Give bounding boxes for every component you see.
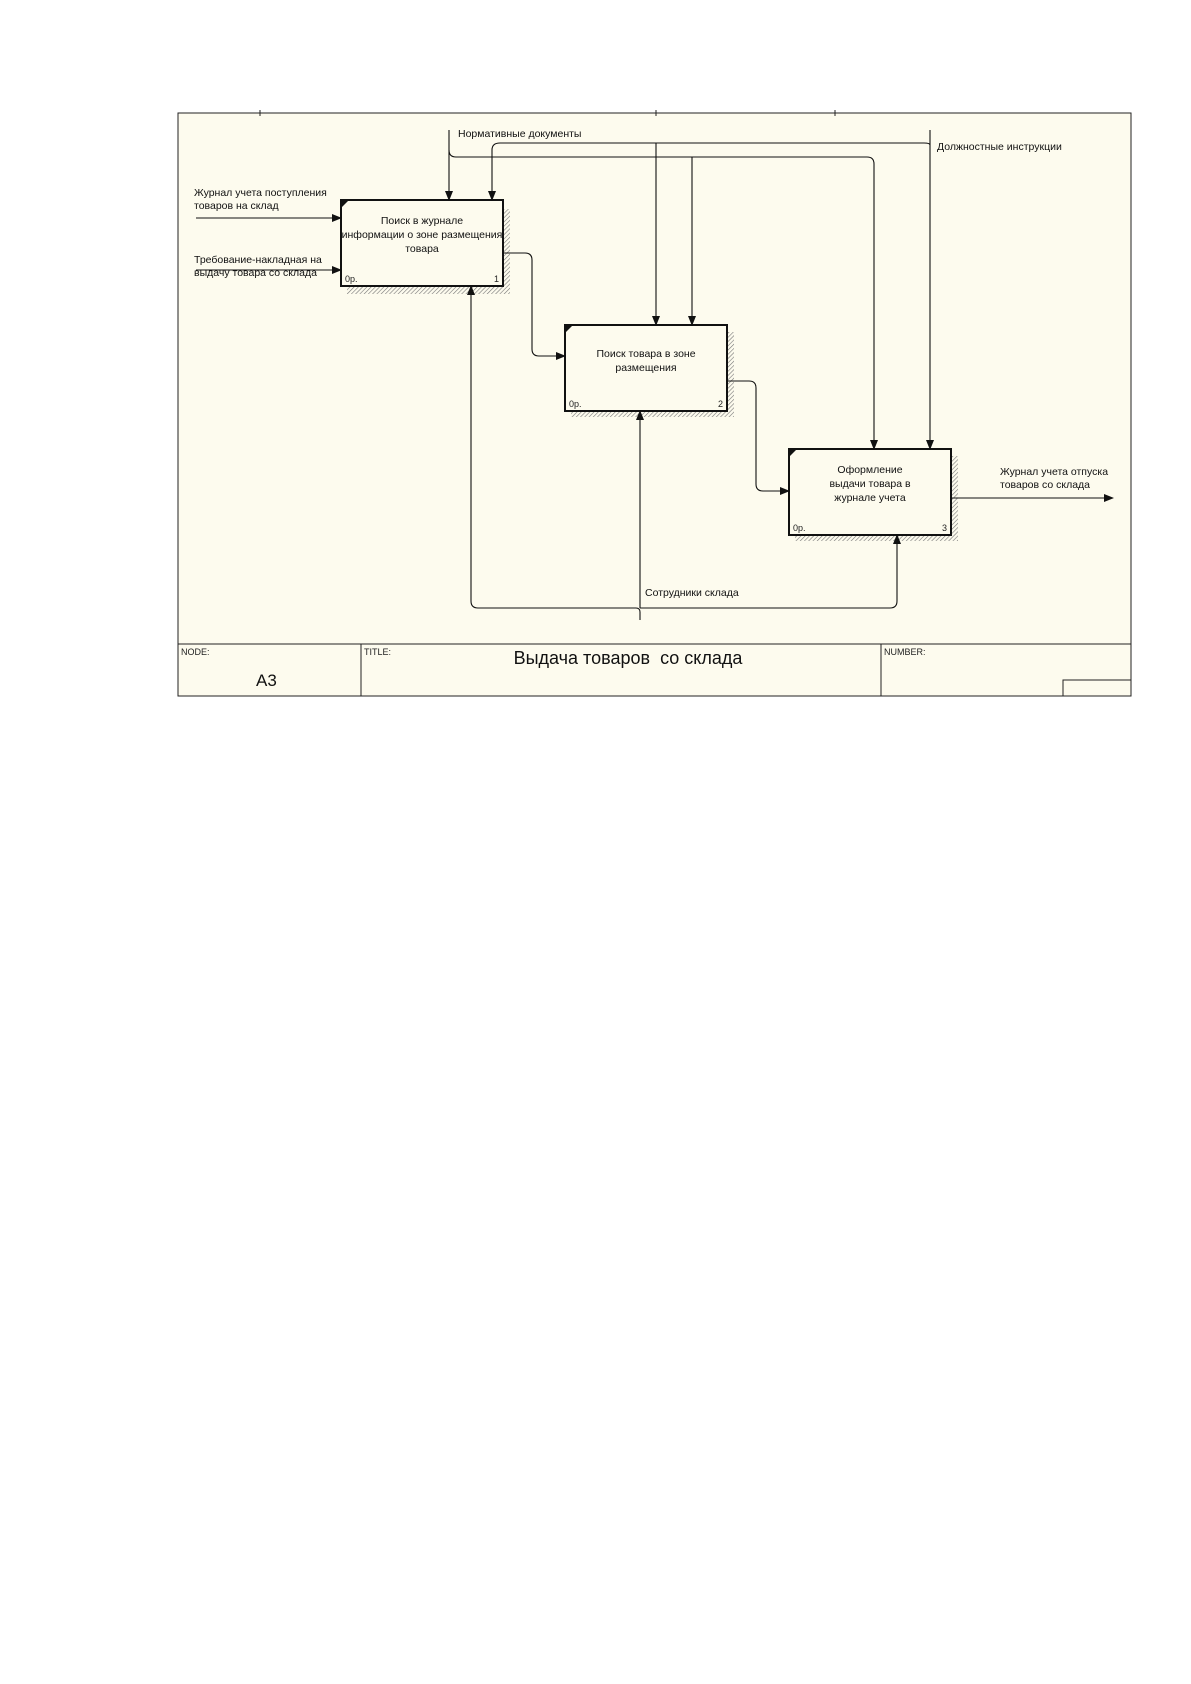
footer-corner-box <box>1062 679 1132 697</box>
box-2-corner <box>565 325 573 333</box>
arrow-box1-to-box2[interactable] <box>503 252 566 360</box>
label-output-line-2: товаров со склада <box>1000 479 1090 491</box>
box-3-rect <box>788 448 952 536</box>
box-3-line-3: журнале учета <box>834 492 906 504</box>
box-1-number: 1 <box>494 274 499 284</box>
label-input-2-line-1: Требование-накладная на <box>194 254 322 266</box>
box-2-rect <box>564 324 728 412</box>
box-2-line-1: Поиск товара в зоне <box>596 348 695 360</box>
footer-title-label: TITLE: <box>364 647 391 657</box>
box-3-line-2: выдачи товара в <box>829 478 911 490</box>
label-input-1-line-1: Журнал учета поступления <box>194 187 327 199</box>
box-2-number: 2 <box>718 399 723 409</box>
box-3-corner <box>789 449 797 457</box>
arrow-box2-to-box3[interactable] <box>727 380 790 495</box>
box-1-corner <box>341 200 349 208</box>
footer-number-label: NUMBER: <box>884 647 926 657</box>
label-output-line-1: Журнал учета отпуска <box>1000 466 1108 478</box>
footer-node-value: A3 <box>256 671 277 690</box>
box-3-cost: 0р. <box>793 523 806 533</box>
activity-box-1[interactable]: Поиск в журнале информации о зоне размещ… <box>340 199 504 287</box>
box-1-line-1: Поиск в журнале <box>381 215 463 227</box>
title-block: NODE: A3 TITLE: Выдача товаров со склада… <box>178 643 1132 697</box>
box-1-line-3: товара <box>405 243 439 255</box>
footer-node-label: NODE: <box>181 647 210 657</box>
box-3-number: 3 <box>942 523 947 533</box>
box-2-line-2: размещения <box>615 362 676 374</box>
activity-box-2[interactable]: Поиск товара в зоне размещения 0р. 2 <box>564 324 728 412</box>
arrow-control-1[interactable] <box>445 130 878 450</box>
arrow-mechanism[interactable] <box>467 285 901 620</box>
box-1-cost: 0р. <box>345 274 358 284</box>
box-2-cost: 0р. <box>569 399 582 409</box>
activity-box-3[interactable]: Оформление выдачи товара в журнале учета… <box>788 448 952 536</box>
box-3-line-1: Оформление <box>837 464 902 476</box>
label-input-1-line-2: товаров на склад <box>194 200 279 212</box>
label-input-2-line-2: выдачу товара со склада <box>194 267 317 279</box>
box-1-line-2: информации о зоне размещения <box>342 229 503 241</box>
footer-title-value: Выдача товаров со склада <box>514 648 744 668</box>
label-control-1: Нормативные документы <box>458 128 581 140</box>
arrow-control-2[interactable] <box>488 130 934 450</box>
label-mechanism: Сотрудники склада <box>645 587 739 599</box>
box-1-rect <box>340 199 504 287</box>
frame-ticks <box>259 110 836 116</box>
label-control-2: Должностные инструкции <box>937 141 1062 153</box>
